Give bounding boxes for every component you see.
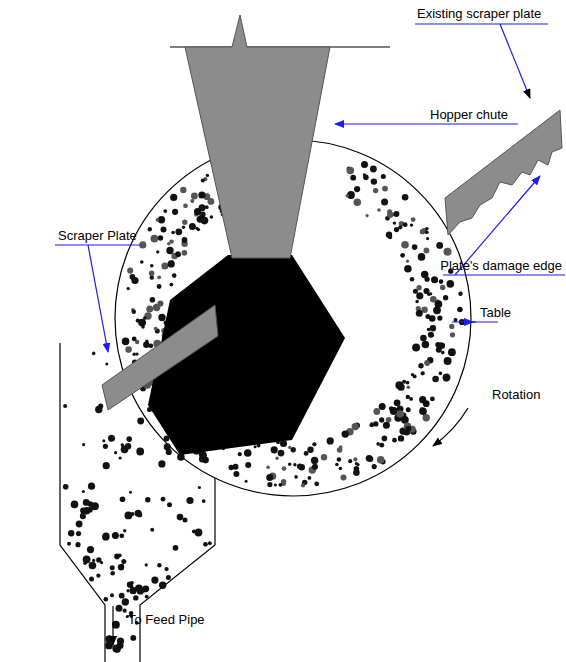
hopper-label: Hopper chute: [430, 107, 508, 122]
existing-scraper-plate: [445, 110, 562, 235]
leader-hopper: [335, 123, 518, 124]
rotation-label: Rotation: [492, 387, 540, 402]
scraper-plate: [102, 305, 218, 410]
rotation-arrow: [433, 408, 468, 446]
outlet-funnel-left: [60, 343, 105, 662]
damage-label: Plate's damage edge: [440, 258, 562, 273]
feed-arrow: [112, 606, 113, 645]
leader-scraper: [55, 245, 140, 352]
leader-table-head: [468, 322, 473, 323]
leader-table-line: [452, 321, 498, 322]
feed-label: To Feed Pipe: [128, 612, 205, 627]
hopper-chute: [185, 15, 330, 258]
table-label: Table: [480, 305, 511, 320]
existing-label: Existing scraper plate: [417, 6, 541, 21]
leader-existing: [415, 24, 548, 98]
scraper-label: Scraper Plate: [58, 228, 137, 243]
